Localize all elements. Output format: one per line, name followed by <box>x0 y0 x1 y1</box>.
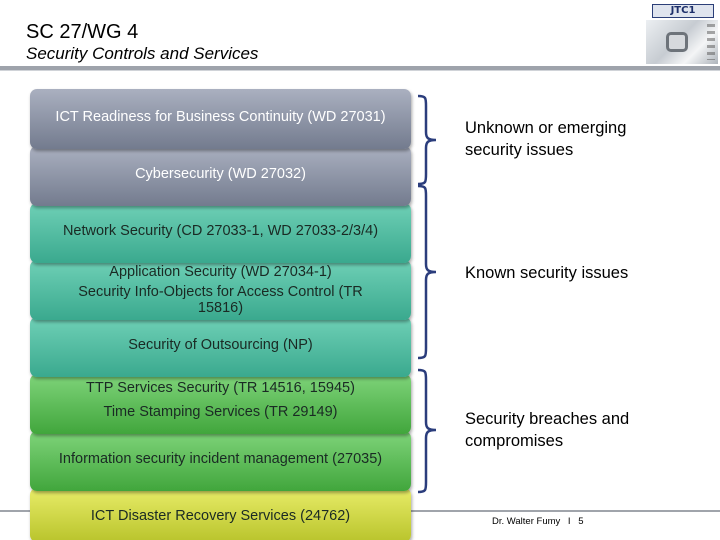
jtc1-badge: JTC1 <box>652 4 714 18</box>
layer-ttp-time-stamping: TTP Services Security (TR 14516, 15945) … <box>30 374 411 434</box>
layer-line: ICT Readiness for Business Continuity (W… <box>55 109 386 125</box>
layer-outsourcing: Security of Outsourcing (NP) <box>30 317 411 377</box>
header-rule-highlight <box>0 70 720 71</box>
layer-line: Information security incident management… <box>58 451 383 467</box>
bracket-known <box>416 184 438 360</box>
layer-ict-readiness: ICT Readiness for Business Continuity (W… <box>30 89 411 149</box>
layer-line: Application Security (WD 27034-1) <box>109 264 332 280</box>
layer-line: Security Info-Objects for Access Control… <box>78 284 363 316</box>
footer-page-number: 5 <box>578 516 584 527</box>
padlock-photo <box>646 20 718 64</box>
bracket-emerging <box>416 94 438 186</box>
slide-subtitle: Security Controls and Services <box>26 44 259 63</box>
curly-brace-icon <box>417 94 437 186</box>
layer-line: TTP Services Security (TR 14516, 15945) <box>86 380 355 396</box>
slide-title: SC 27/WG 4 <box>26 21 139 43</box>
label-known-issues: Known security issues <box>465 262 628 284</box>
label-line: compromises <box>465 432 564 450</box>
label-line: Security breaches and <box>465 410 630 428</box>
layer-incident-management: Information security incident management… <box>30 431 411 491</box>
layer-cybersecurity: Cybersecurity (WD 27032) <box>30 146 411 206</box>
layer-line: ICT Disaster Recovery Services (24762) <box>90 508 351 524</box>
layer-line: Cybersecurity (WD 27032) <box>135 166 306 182</box>
logo-side-text <box>707 24 715 60</box>
header-rule <box>0 66 720 70</box>
footer: Dr. Walter Fumy I 5 <box>492 516 583 528</box>
label-breaches: Security breaches and compromises <box>465 408 629 452</box>
layer-line: Network Security (CD 27033-1, WD 27033-2… <box>62 223 379 239</box>
label-line: Unknown or emerging <box>465 119 627 137</box>
layer-line: Security of Outsourcing (NP) <box>128 337 313 353</box>
bracket-breaches <box>416 368 438 494</box>
curly-brace-icon <box>417 368 437 494</box>
padlock-icon <box>666 32 688 52</box>
layer-disaster-recovery: ICT Disaster Recovery Services (24762) <box>30 488 411 540</box>
layer-network-security: Network Security (CD 27033-1, WD 27033-2… <box>30 203 411 263</box>
curly-brace-icon <box>417 184 437 360</box>
label-emerging-issues: Unknown or emerging security issues <box>465 117 626 161</box>
label-line: security issues <box>465 141 574 159</box>
label-line: Known security issues <box>465 264 629 282</box>
jtc1-logo: JTC1 <box>646 4 718 64</box>
layer-line: Time Stamping Services (TR 29149) <box>103 404 338 420</box>
footer-author: Dr. Walter Fumy <box>492 516 561 527</box>
layer-application-security: Application Security (WD 27034-1) Securi… <box>30 260 411 320</box>
footer-separator: I <box>567 516 571 527</box>
